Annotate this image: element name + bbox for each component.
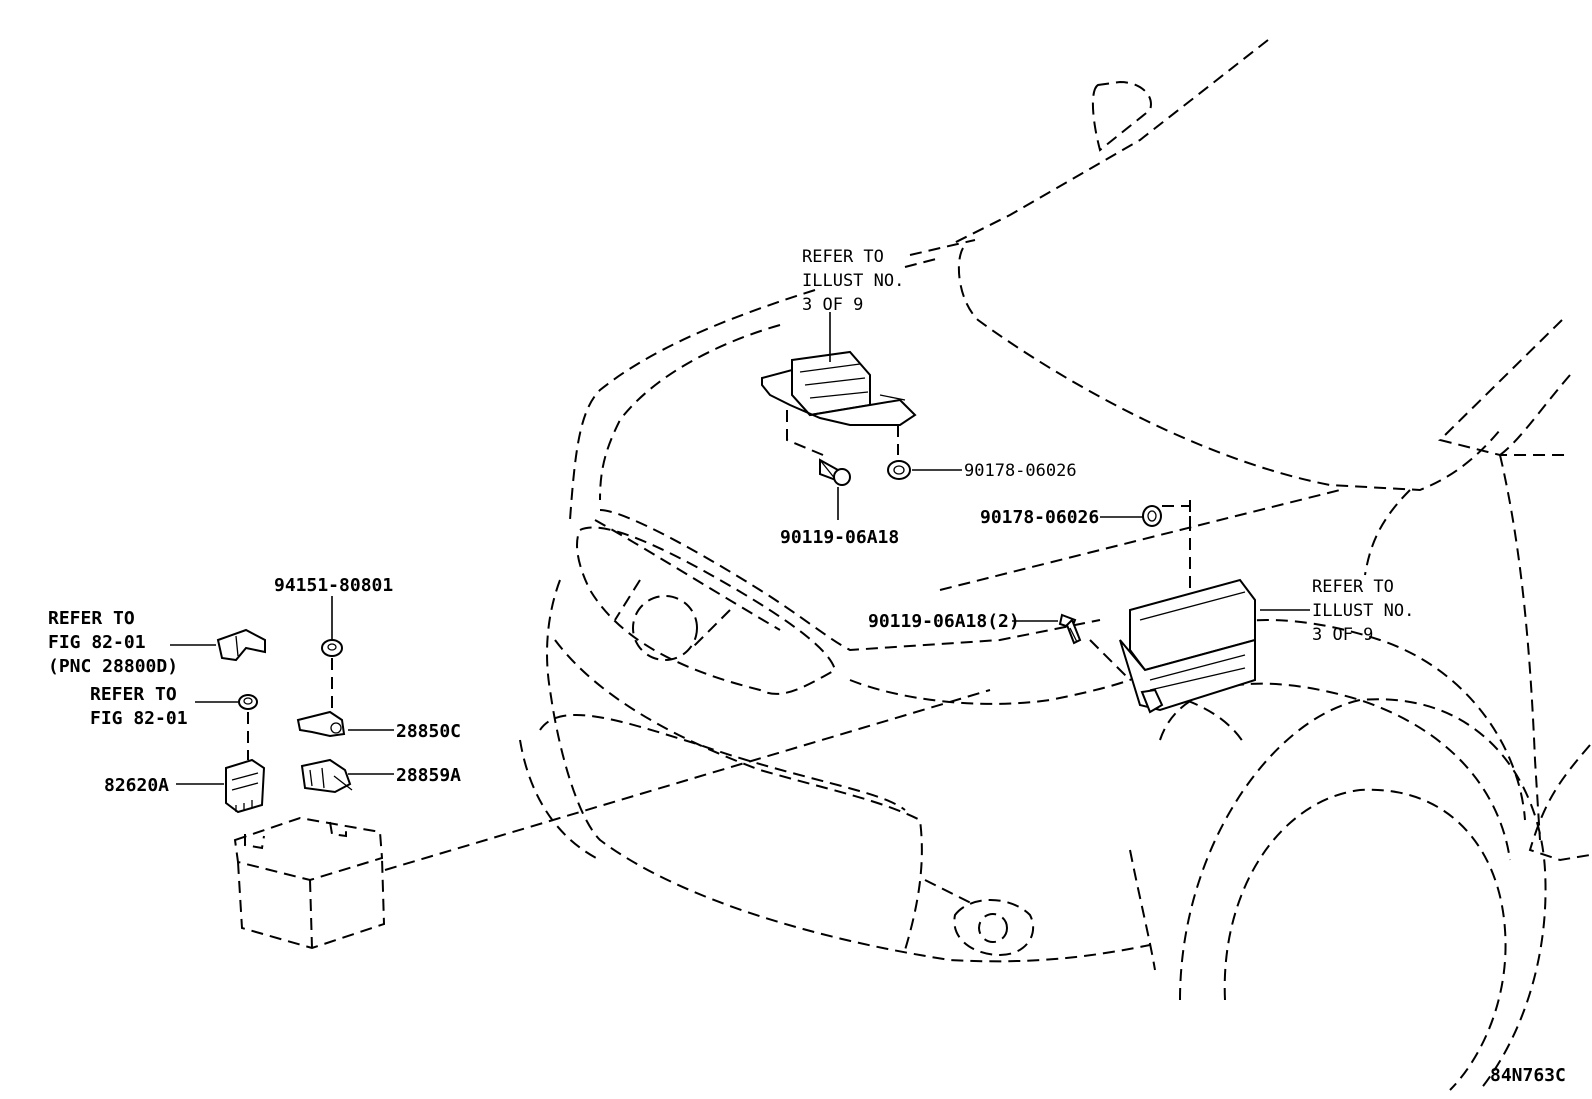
refer-right-line1: REFER TO [1312,577,1394,597]
relay-block-right [1089,500,1310,714]
relay-block-top [761,312,917,456]
nut-right-icon [1100,505,1191,527]
part-28850c-label: 28850C [396,721,461,742]
refer-right-line2: ILLUST NO. [1312,601,1414,621]
nut-top-label: 90178-06026 [964,461,1077,481]
part-28850c-icon [296,710,394,738]
vehicle-outline [384,39,1591,1091]
refer-top-line2: ILLUST NO. [802,271,904,291]
bolt-top-label: 90119-06A18 [780,527,899,548]
nut-terminal-label: 94151-80801 [274,575,393,596]
nut-left-icon [195,694,258,760]
bolt-top-icon [819,458,851,520]
part-28859a-label: 28859A [396,765,461,786]
refer-right-line3: 3 OF 9 [1312,625,1373,645]
bolt-right-icon [1012,613,1082,645]
part-82620a-label: 82620A [104,775,169,796]
refer-top-line3: 3 OF 9 [802,295,863,315]
refer-fig-a-line1: REFER TO [48,608,135,629]
refer-fig-a-line3: (PNC 28800D) [48,656,178,677]
battery-icon [233,816,386,950]
refer-fig-a-line2: FIG 82-01 [48,632,146,653]
nut-right-label: 90178-06026 [980,507,1099,528]
terminal-nut-icon [321,596,343,710]
bolt-right-label: 90119-06A18(2) [868,611,1020,632]
part-28859a-icon [300,758,394,794]
refer-fig-b-line2: FIG 82-01 [90,708,188,729]
refer-fig-b-line1: REFER TO [90,684,177,705]
refer-top-line1: REFER TO [802,247,884,267]
nut-top-icon [887,460,962,480]
diagram-code: 84N763C [1490,1065,1566,1086]
fuse-block-82620a-icon [176,758,266,814]
battery-clamp-icon [170,628,266,662]
